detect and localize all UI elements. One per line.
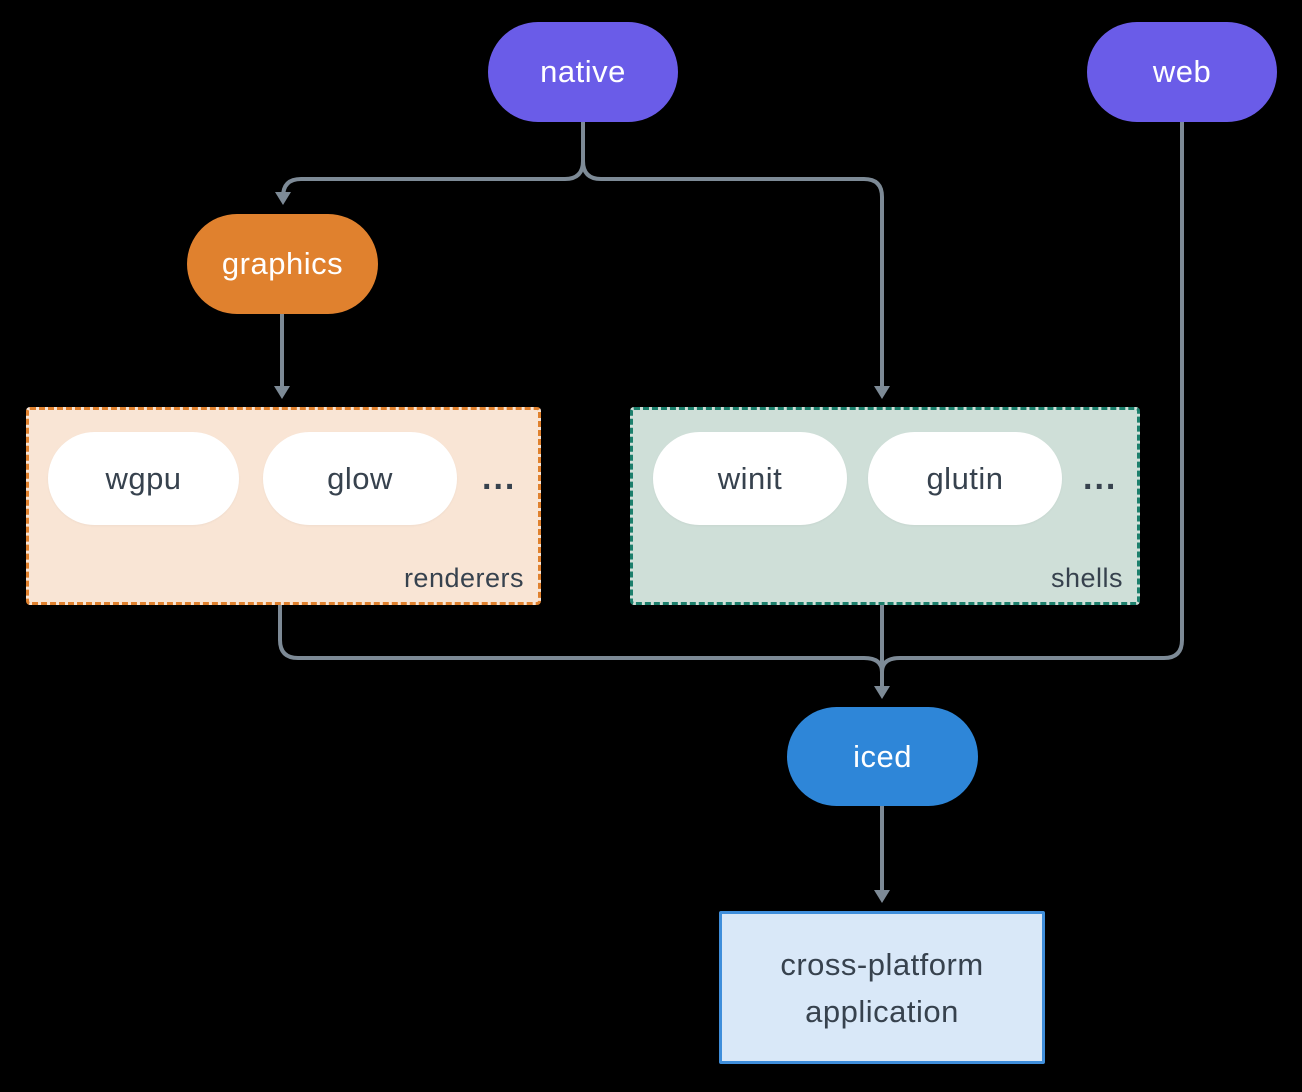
group-renderers: wgpu glow ... renderers xyxy=(26,407,541,605)
edge-renderers-to-iced xyxy=(278,598,884,674)
node-iced-label: iced xyxy=(853,738,912,774)
node-web: web xyxy=(1087,22,1277,122)
application-label-line2: application xyxy=(805,993,959,1029)
edge-web-to-iced xyxy=(880,120,1184,674)
renderers-group-label: renderers xyxy=(403,563,524,593)
application-label-line1: cross-platform xyxy=(780,946,984,982)
node-graphics-label: graphics xyxy=(221,246,344,281)
node-wgpu: wgpu xyxy=(48,432,239,525)
node-wgpu-label: wgpu xyxy=(105,460,182,496)
group-shells: winit glutin ... shells xyxy=(630,407,1140,605)
node-glutin-label: glutin xyxy=(926,460,1004,496)
node-winit: winit xyxy=(653,432,847,525)
node-web-label: web xyxy=(1152,54,1212,89)
edge-native-to-graphics xyxy=(275,120,585,205)
node-glow: glow xyxy=(263,432,457,525)
node-native: native xyxy=(488,22,678,122)
shells-group-label: shells xyxy=(1050,563,1123,593)
node-graphics: graphics xyxy=(187,214,378,314)
node-iced: iced xyxy=(787,707,978,806)
node-glutin: glutin xyxy=(868,432,1062,525)
shells-ellipsis: ... xyxy=(1083,459,1118,497)
renderers-ellipsis: ... xyxy=(482,459,517,497)
node-cross-platform-application: cross-platform application xyxy=(719,911,1045,1064)
node-winit-label: winit xyxy=(717,460,783,496)
edge-native-to-shells xyxy=(581,120,890,399)
node-glow-label: glow xyxy=(327,460,393,496)
node-native-label: native xyxy=(540,54,626,89)
